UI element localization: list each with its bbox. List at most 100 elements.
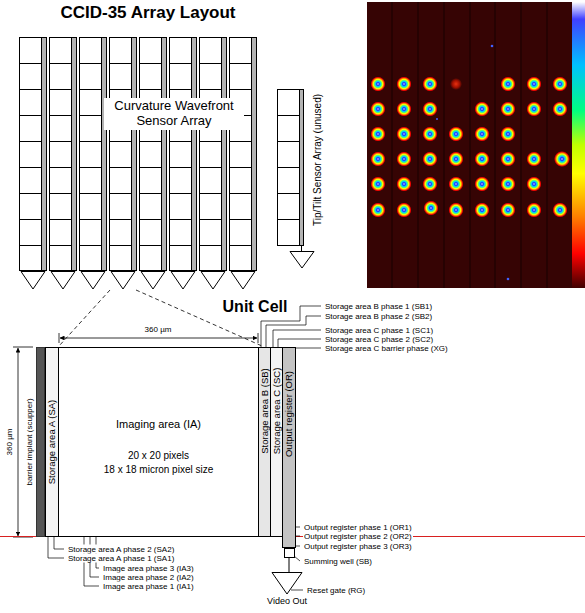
signal-name: Storage area B phase 1 (SB1) <box>324 302 433 311</box>
region-label: Storage area A (SA) <box>47 400 57 485</box>
psf-spot <box>397 203 412 218</box>
psf-spot <box>371 102 386 117</box>
signal-name: Storage area C phase 2 (SC2) <box>324 335 434 344</box>
region-label: Storage area B (SB) <box>260 368 270 454</box>
psf-spot <box>397 77 412 92</box>
psf-spot <box>501 177 516 192</box>
psf-spot <box>475 203 490 218</box>
noise-dot <box>507 278 510 281</box>
image-stripe <box>469 2 471 288</box>
array-label: Curvature Wavefront Sensor Array <box>104 98 244 130</box>
tip-tilt-array: Tip/Tilt Sensor Array (unused) <box>274 78 326 245</box>
dimension-tick <box>59 333 60 343</box>
dimension-label: 360 µm <box>144 325 173 334</box>
psf-spot <box>371 77 386 92</box>
leader-line <box>291 590 303 591</box>
region-label: 20 x 20 pixels <box>59 451 258 461</box>
image-stripe <box>546 2 548 288</box>
psf-spot <box>449 177 464 192</box>
output-wire <box>301 246 302 252</box>
signal-name: Storage area C barrier phase (XG) <box>324 344 449 353</box>
ccd-column <box>200 38 227 290</box>
dimension-tick <box>258 333 259 343</box>
dimension-arrow <box>18 348 19 536</box>
video-out-amplifier: Video Out <box>262 572 312 610</box>
tip-tilt-column <box>278 90 300 246</box>
amplifier-symbol <box>262 572 312 596</box>
psf-spot <box>397 152 412 167</box>
ccd-column <box>80 38 107 290</box>
section-heading: Unit Cell <box>222 299 289 315</box>
psf-spot <box>527 203 542 218</box>
leader-line <box>273 330 321 347</box>
noise-dot <box>491 45 494 48</box>
amplifier-symbol <box>290 252 314 269</box>
dimension-tick <box>13 347 33 348</box>
storage-area-a: Storage area A (SA) <box>45 347 59 537</box>
psf-spot <box>423 127 438 142</box>
region-label: barrier implant (scupper) <box>26 398 34 485</box>
psf-spot <box>397 177 412 192</box>
psf-spot <box>553 203 568 218</box>
barrier-implant: barrier implant (scupper) <box>23 347 45 537</box>
psf-spot <box>475 127 490 142</box>
psf-spot <box>475 102 490 117</box>
psf-spot <box>475 152 490 167</box>
region-label: Storage area C (SC) <box>272 368 282 455</box>
region-label: 18 x 18 micron pixel size <box>59 465 258 475</box>
psf-spot <box>424 201 439 216</box>
signal-name: Output register phase 1 (OR1) <box>303 523 413 532</box>
psf-spot <box>423 177 438 192</box>
psf-spot <box>449 203 464 218</box>
diagram-title: CCID-35 Array Layout <box>60 4 235 21</box>
image-stripes <box>392 2 547 288</box>
image-stripe <box>443 2 445 288</box>
signal-name: Storage area A phase 2 (SA2) <box>67 545 175 554</box>
ccd-column <box>110 38 137 290</box>
leader-line <box>296 536 300 537</box>
output-label: Video Out <box>262 597 312 606</box>
psf-spot <box>501 102 516 117</box>
spot-image <box>367 2 572 288</box>
psf-spot <box>553 77 568 92</box>
ccd-column <box>50 38 77 290</box>
part-name: Summing well (SB) <box>303 557 373 566</box>
psf-spot <box>501 127 516 142</box>
ccd-column <box>230 38 257 290</box>
region-label: Imaging area (IA) <box>59 419 258 430</box>
signal-name: Image area phase 1 (IA1) <box>102 582 195 591</box>
ccd-column <box>140 38 167 290</box>
psf-spot <box>553 102 568 117</box>
psf-spot <box>423 102 438 117</box>
psf-spot <box>449 127 464 142</box>
tip-tilt-strip <box>300 90 304 246</box>
signal-name: Output register phase 2 (OR2) <box>303 532 413 541</box>
leader-line <box>278 339 321 347</box>
psf-spot <box>527 77 542 92</box>
amplifier-triangle <box>272 573 302 595</box>
psf-spot <box>450 78 462 90</box>
leader-line <box>48 537 64 558</box>
leader-line <box>296 546 300 547</box>
psf-spot <box>554 151 570 167</box>
noise-dot <box>436 118 438 120</box>
signal-name: Storage area C phase 1 (SC1) <box>324 326 434 335</box>
psf-spot <box>527 102 542 117</box>
sensor-array-region: Curvature Wavefront Sensor Array <box>16 35 266 291</box>
psf-spot <box>501 203 516 218</box>
leader-line <box>54 537 64 549</box>
spot-field <box>371 45 571 281</box>
dimension-arrow <box>60 338 257 339</box>
psf-spot <box>397 127 412 142</box>
barrier-strip <box>36 347 45 537</box>
psf-spot <box>371 203 386 218</box>
summing-well <box>285 549 295 558</box>
region-label: Output register (OR) <box>284 371 294 457</box>
leader-lines <box>48 306 321 590</box>
image-stripe <box>520 2 522 288</box>
psf-spot <box>371 127 386 142</box>
ccd-column <box>20 38 47 290</box>
leader-line <box>296 527 300 528</box>
output-register: Output register (OR) <box>282 347 296 548</box>
